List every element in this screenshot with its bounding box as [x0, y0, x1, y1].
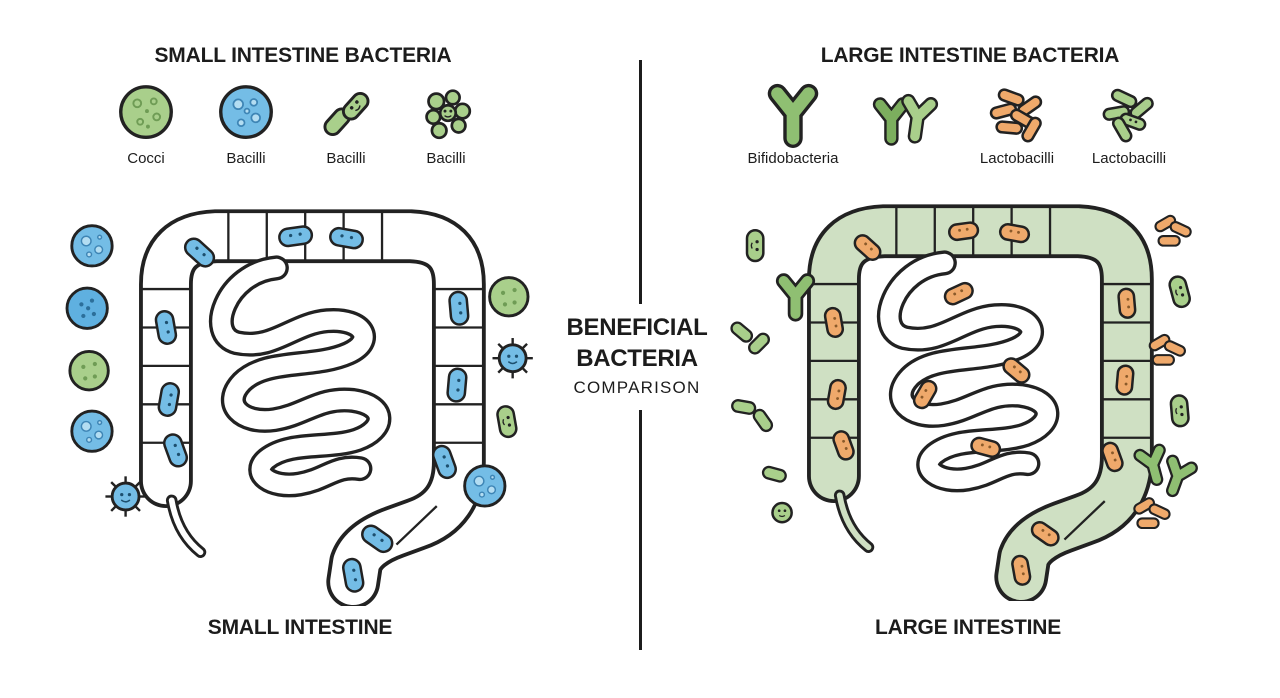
- legend-item-bifidobacteria-pair: [849, 80, 961, 167]
- large-intestine-caption: LARGE INTESTINE: [874, 616, 1061, 639]
- legend-label: Lactobacilli: [1091, 150, 1167, 167]
- small-intestine-legend: Cocci Bacilli: [100, 80, 492, 167]
- legend-item-bifidobacteria: Bifidobacteria: [737, 80, 849, 167]
- large-intestine-title: LARGE INTESTINE BACTERIA: [820, 44, 1120, 67]
- bifidobacteria-pair-icon: [872, 93, 939, 146]
- cocci-icon: [119, 85, 173, 140]
- small-intestine-illustration: [65, 209, 535, 609]
- lactobacilli-green-icon: [1102, 88, 1154, 143]
- legend-item-bacilli-round: Bacilli: [200, 80, 292, 167]
- small-intestine-caption: SMALL INTESTINE: [207, 616, 393, 639]
- bifidobacteria-icon: [767, 83, 819, 148]
- legend-item-cocci: Cocci: [100, 80, 192, 167]
- large-intestine-illustration: [728, 204, 1228, 604]
- legend-label: Bacilli: [326, 150, 366, 167]
- bacilli-cluster-icon: [425, 89, 472, 140]
- legend-item-bacilli-rod: Bacilli: [300, 80, 392, 167]
- bacilli-rod-icon: [323, 91, 370, 137]
- legend-item-lactobacilli-orange: Lactobacilli: [961, 80, 1073, 167]
- small-intestine-figure: [60, 193, 560, 611]
- legend-label: Bacilli: [226, 150, 266, 167]
- center-title-line1: BENEFICIAL: [566, 314, 708, 341]
- legend-label: Lactobacilli: [979, 150, 1055, 167]
- center-title-block: BENEFICIAL BACTERIA COMPARISON: [555, 312, 719, 398]
- center-subtitle: COMPARISON: [573, 378, 701, 397]
- legend-label: Cocci: [127, 150, 165, 167]
- legend-item-lactobacilli-green: Lactobacilli: [1073, 80, 1185, 167]
- divider-line-top: [639, 60, 642, 304]
- legend-label: Bacilli: [426, 150, 466, 167]
- center-title-line2: BACTERIA: [576, 345, 698, 372]
- small-intestine-title: SMALL INTESTINE BACTERIA: [154, 44, 452, 67]
- divider-line-bottom: [639, 410, 642, 650]
- bacilli-round-icon: [219, 85, 273, 140]
- legend-label: Bifidobacteria: [747, 150, 839, 167]
- haustra-lines: [807, 205, 1153, 541]
- small-intestine-coil: [876, 250, 1060, 493]
- small-intestine-coil: [208, 255, 392, 498]
- legend-item-bacilli-cluster: Bacilli: [400, 80, 492, 167]
- large-intestine-legend: Bifidobacteria: [737, 80, 1185, 167]
- large-intestine-figure: [728, 188, 1228, 606]
- lactobacilli-orange-icon: [989, 88, 1043, 143]
